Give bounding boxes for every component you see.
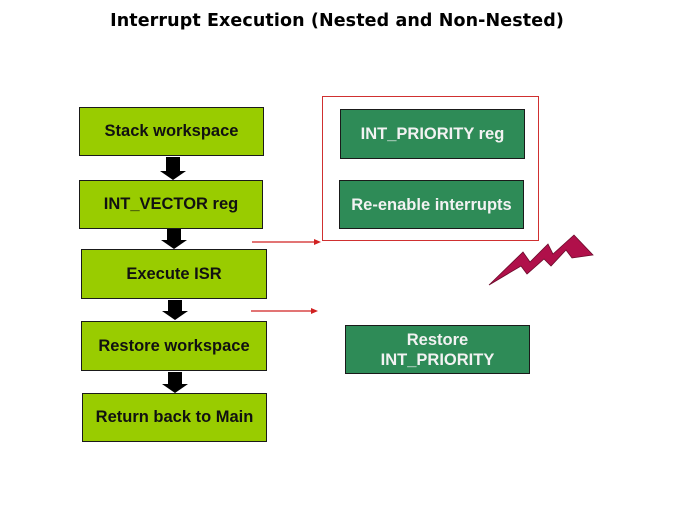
slide-title: Interrupt Execution (Nested and Non-Nest… (110, 11, 564, 31)
flow-step-execute-isr: Execute ISR (81, 249, 267, 299)
restore-int-priority-box: Restore INT_PRIORITY (345, 325, 530, 374)
nested-step-label: Re-enable interrupts (351, 195, 512, 214)
flow-step-label: Return back to Main (95, 408, 254, 426)
down-arrow-icon (161, 229, 187, 249)
lightning-bolt-icon (488, 234, 594, 286)
down-arrow-icon (162, 300, 188, 320)
flow-step-restore-workspace: Restore workspace (81, 321, 267, 371)
nested-interrupt-frame (322, 96, 539, 241)
flow-step-label: Execute ISR (126, 264, 222, 283)
down-arrow-icon (160, 157, 186, 180)
restore-label-line1: Restore (406, 330, 469, 349)
flow-step-label: INT_VECTOR reg (103, 195, 239, 213)
arrowhead-icon (311, 308, 318, 314)
flow-step-label: Stack workspace (104, 122, 239, 140)
down-arrow-icon (162, 372, 188, 393)
flow-step-label: Restore workspace (98, 336, 250, 355)
nested-step-reenable-interrupts: Re-enable interrupts (339, 180, 524, 229)
nested-step-int-priority: INT_PRIORITY reg (340, 109, 525, 159)
flow-step-return-main: Return back to Main (82, 393, 267, 442)
nested-step-label: INT_PRIORITY reg (360, 125, 505, 143)
flow-step-stack-workspace: Stack workspace (79, 107, 264, 156)
flow-step-int-vector: INT_VECTOR reg (79, 180, 263, 229)
arrowhead-icon (314, 239, 321, 245)
restore-label-line2: INT_PRIORITY (380, 350, 495, 369)
